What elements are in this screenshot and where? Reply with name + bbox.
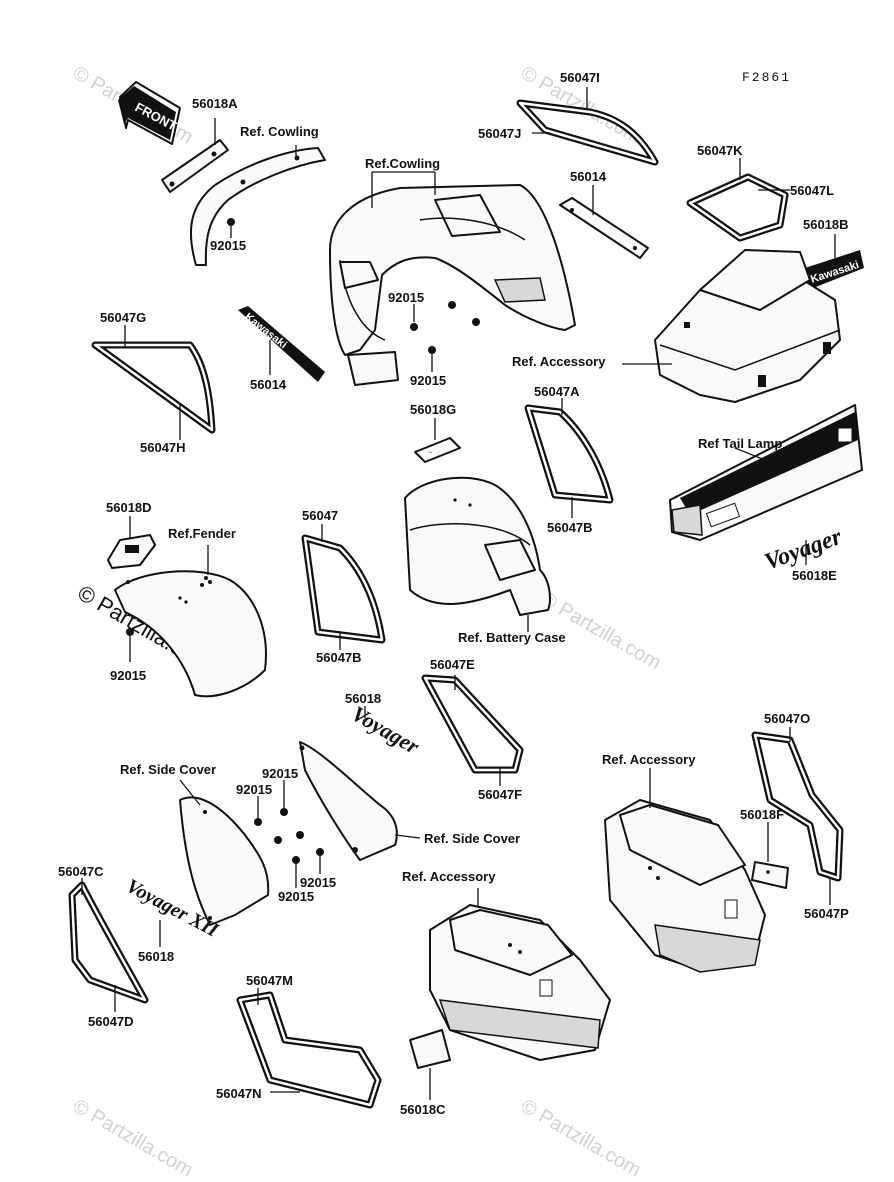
- kawasaki-decal-text-2: Kawasaki: [242, 311, 289, 351]
- svg-text:~: ~: [428, 449, 432, 457]
- ref-side-cover-label: Ref. Side Cover: [120, 762, 217, 777]
- trim-56047a: [524, 404, 614, 504]
- upper-cowling: [329, 184, 576, 386]
- part-number-56047: 56047: [302, 508, 339, 523]
- figure-number: F2861: [742, 70, 792, 85]
- part-number-56018b: 56018B: [803, 217, 849, 232]
- part-number-56047c: 56047C: [58, 864, 104, 879]
- plate-56018f: [751, 861, 789, 889]
- part-number-56047a: 56047A: [534, 384, 580, 399]
- ref-accessory-label: Ref. Accessory: [512, 354, 606, 369]
- left-side-cover: [179, 796, 270, 926]
- battery-case: [404, 476, 551, 616]
- trim-56047m: [236, 991, 382, 1109]
- part-number-56047i: 56047I: [560, 70, 600, 85]
- part-number-56047h: 56047H: [140, 440, 186, 455]
- part-number-56018d: 56018D: [106, 500, 152, 515]
- part-number-56047n: 56047N: [216, 1086, 262, 1101]
- voyager-script-text: Voyager: [348, 701, 424, 760]
- part-number-56047b-a: 56047B: [547, 520, 593, 535]
- part-number-92015-h: 92015: [278, 889, 315, 904]
- part-number-92015-g: 92015: [300, 875, 337, 890]
- part-number-56047p: 56047P: [804, 906, 849, 921]
- part-number-56018f: 56018F: [740, 807, 785, 822]
- top-trunk-accessory: [654, 249, 841, 403]
- part-number-56018g: 56018G: [410, 402, 457, 417]
- right-side-cover: [299, 741, 398, 861]
- plate-56018g: ~: [414, 437, 461, 463]
- part-number-92015-a: 92015: [210, 238, 247, 253]
- part-number-56047e: 56047E: [430, 657, 475, 672]
- part-number-56018: 56018: [345, 691, 382, 706]
- part-number-92015-d: 92015: [110, 668, 147, 683]
- ref-accessory-label-3: Ref. Accessory: [402, 869, 496, 884]
- part-number-56047b-b: 56047B: [316, 650, 362, 665]
- ref-tail-lamp-label: Ref Tail Lamp: [698, 436, 783, 451]
- lens-56018d: [107, 534, 156, 569]
- ref-battery-case-label: Ref. Battery Case: [458, 630, 566, 645]
- trim-56047: [301, 534, 386, 644]
- part-number-56014-a: 56014: [570, 169, 607, 184]
- trim-56047c: [68, 881, 149, 1004]
- trim-56047o: [751, 731, 844, 882]
- part-number-92015-f: 92015: [236, 782, 273, 797]
- front-arrow-decal: FRONT: [118, 81, 181, 145]
- part-number-56047j: 56047J: [478, 126, 522, 141]
- part-number-56047m: 56047M: [246, 973, 293, 988]
- ref-cowling-label-2: Ref.Cowling: [365, 156, 441, 171]
- bracket-56018a: [161, 139, 229, 193]
- part-number-92015-c: 92015: [410, 373, 447, 388]
- saddlebag-right: [604, 799, 766, 973]
- cowling-trim-strip: [189, 147, 326, 266]
- part-number-56018-b: 56018: [138, 949, 175, 964]
- part-number-56047k: 56047K: [697, 143, 743, 158]
- part-number-56047d: 56047D: [88, 1014, 134, 1029]
- tail-lamp: [669, 404, 863, 541]
- ref-side-cover-label-2: Ref. Side Cover: [424, 831, 521, 846]
- trim-56047g: [91, 341, 216, 434]
- saddlebag-center: [429, 904, 611, 1061]
- ref-fender-label: Ref.Fender: [168, 526, 236, 541]
- trim-56047e: [421, 674, 524, 774]
- window-56047k: [686, 173, 789, 242]
- part-number-56014-b: 56014: [250, 377, 287, 392]
- kawasaki-decal-56014: Kawasaki: [238, 306, 325, 382]
- part-number-56018c: 56018C: [400, 1102, 446, 1117]
- part-number-92015-b: 92015: [388, 290, 425, 305]
- part-number-56018a: 56018A: [192, 96, 238, 111]
- part-number-92015-e: 92015: [262, 766, 299, 781]
- rear-fender: [114, 570, 267, 698]
- part-number-56047f: 56047F: [478, 787, 523, 802]
- part-number-56047g: 56047G: [100, 310, 147, 325]
- part-number-56018e: 56018E: [792, 568, 837, 583]
- bracket-56014: [559, 197, 649, 259]
- ref-accessory-label-2: Ref. Accessory: [602, 752, 696, 767]
- part-number-56047l: 56047L: [790, 183, 835, 198]
- voyager-script-decal-56018: Voyager: [348, 701, 424, 760]
- plate-56018c: [409, 1029, 451, 1069]
- part-number-56047o: 56047O: [764, 711, 811, 726]
- ref-cowling-label: Ref. Cowling: [240, 124, 319, 139]
- trim-56047i: [516, 99, 659, 166]
